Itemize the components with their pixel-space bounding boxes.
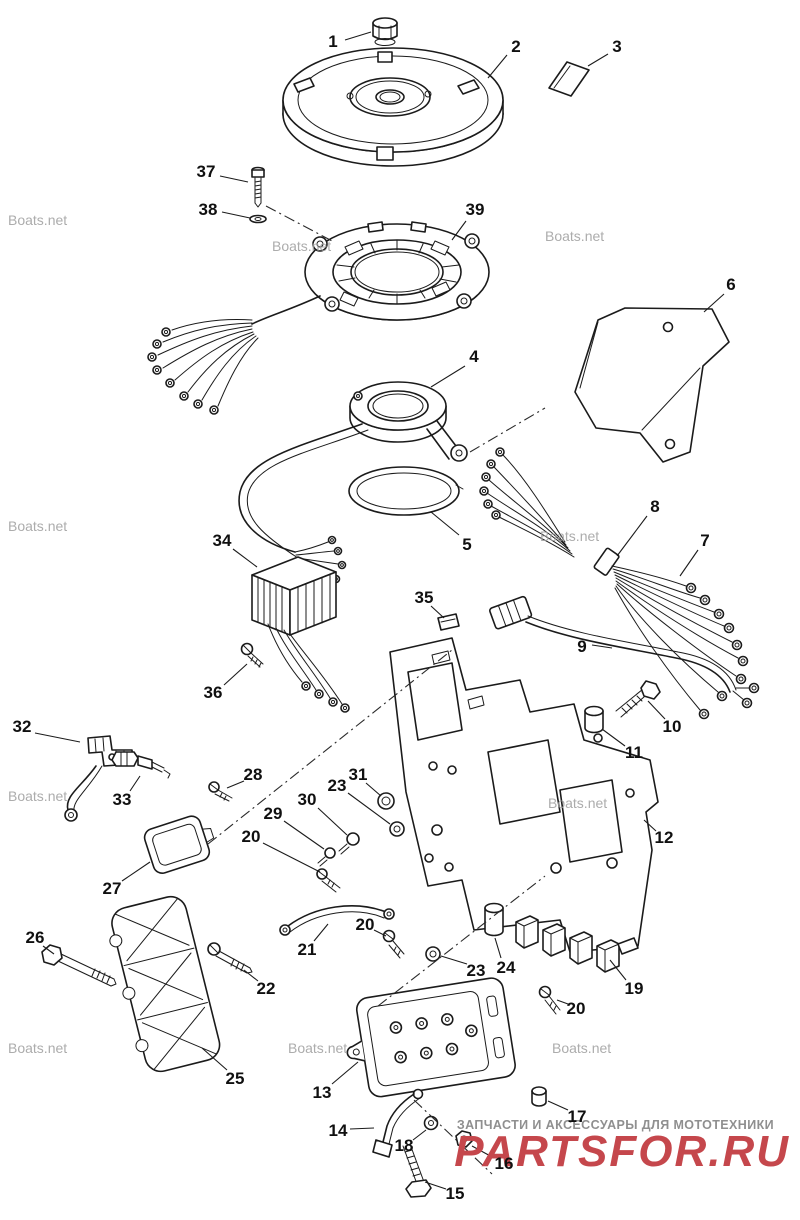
callout-31: 31 (348, 765, 368, 784)
callout-32: 32 (12, 717, 32, 736)
trigger-coil (238, 381, 468, 596)
callout-30: 30 (297, 790, 317, 809)
bolt-26 (41, 944, 117, 987)
callout-39: 39 (465, 200, 485, 219)
callout-4: 4 (469, 347, 479, 366)
callout-28: 28 (243, 765, 263, 784)
callout-17: 17 (567, 1107, 587, 1126)
callout-20: 20 (241, 827, 261, 846)
callout-24: 24 (496, 958, 516, 977)
callout-3: 3 (612, 37, 622, 56)
callout-16: 16 (494, 1154, 514, 1173)
nut-16 (455, 1130, 473, 1148)
grommet-31 (377, 792, 395, 810)
callout-37: 37 (196, 162, 216, 181)
callout-29: 29 (263, 804, 283, 823)
terminal-block (515, 915, 639, 973)
callout-22: 22 (256, 979, 276, 998)
stator (147, 221, 490, 415)
stator-bolt (251, 166, 265, 208)
wire-harness (479, 447, 749, 720)
washer-18 (423, 1115, 439, 1131)
jumper-lead (279, 905, 395, 936)
callout-13: 13 (312, 1083, 332, 1102)
callout-15: 15 (445, 1184, 465, 1203)
rectifier (251, 556, 350, 713)
callout-9: 9 (577, 637, 587, 656)
rectifier-screw (240, 642, 264, 668)
bolt-22 (207, 942, 253, 974)
callout-6: 6 (726, 275, 736, 294)
cap-17 (531, 1086, 547, 1107)
flywheel-key (548, 61, 590, 97)
stator-bolt-washer (249, 214, 267, 224)
clip (437, 613, 460, 631)
callout-35: 35 (414, 588, 434, 607)
flywheel-nut (372, 17, 398, 46)
callout-10: 10 (662, 717, 682, 736)
callout-27: 27 (102, 879, 122, 898)
cdi-module (346, 977, 516, 1098)
callout-12: 12 (654, 828, 674, 847)
clamp-29 (317, 847, 336, 867)
spacer (584, 705, 604, 734)
callout-2: 2 (511, 37, 521, 56)
footer-brand: PARTSFOR.RU (454, 1127, 790, 1176)
callout-23: 23 (466, 961, 486, 980)
screw-20b (382, 929, 405, 959)
screw-20a (316, 868, 341, 893)
bracket (574, 307, 730, 463)
center-lines (207, 205, 546, 1175)
washer-23b (425, 946, 441, 962)
screw-20c (538, 985, 561, 1015)
callout-38: 38 (198, 200, 218, 219)
callout-1: 1 (328, 32, 338, 51)
callout-7: 7 (700, 531, 710, 550)
callout-18: 18 (394, 1136, 414, 1155)
callout-23: 23 (327, 776, 347, 795)
coil-cover (109, 895, 221, 1073)
clamp-30 (338, 832, 360, 855)
callout-14: 14 (328, 1121, 348, 1140)
harness-clamp (593, 547, 620, 576)
callout-34: 34 (212, 531, 232, 550)
callout-36: 36 (203, 683, 223, 702)
callout-25: 25 (225, 1069, 245, 1088)
ignition-coil (143, 815, 215, 874)
gasket (348, 466, 464, 516)
screw-28 (208, 781, 233, 802)
callout-20: 20 (355, 915, 375, 934)
callout-5: 5 (462, 535, 472, 554)
callout-8: 8 (650, 497, 660, 516)
washer-23a (389, 821, 405, 837)
callout-26: 26 (25, 928, 45, 947)
flywheel (282, 47, 504, 167)
mounting-plate (389, 637, 659, 953)
bolt-15 (402, 1143, 432, 1198)
callout-19: 19 (624, 979, 644, 998)
mount-bolt (615, 680, 661, 718)
callout-11: 11 (625, 743, 643, 762)
link-tube (372, 1088, 424, 1158)
spacer-24 (484, 902, 504, 937)
callout-21: 21 (297, 940, 317, 959)
spark-plug (108, 751, 171, 779)
callout-33: 33 (112, 790, 132, 809)
callout-20: 20 (566, 999, 586, 1018)
footer-tagline: ЗАПЧАСТИ И АКСЕССУАРЫ ДЛЯ МОТОТЕХНИКИ (456, 1118, 774, 1132)
lead-cable (489, 595, 760, 709)
